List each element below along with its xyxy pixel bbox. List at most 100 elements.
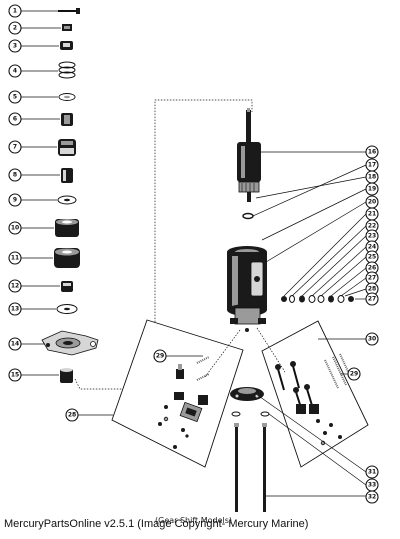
svg-text:21: 21 bbox=[368, 211, 376, 218]
svg-text:29: 29 bbox=[156, 353, 164, 360]
callout-left-12: 12 bbox=[8, 279, 22, 293]
part-1-screw bbox=[58, 8, 80, 14]
svg-text:28: 28 bbox=[368, 286, 376, 293]
callout-right-20: 20 bbox=[365, 195, 379, 209]
part-15-sleeve bbox=[60, 368, 73, 383]
callout-left-10: 10 bbox=[8, 221, 22, 235]
small-parts-row bbox=[281, 295, 354, 303]
callout-right-26: 26 bbox=[365, 261, 379, 275]
svg-text:32: 32 bbox=[368, 494, 376, 501]
svg-text:7: 7 bbox=[13, 144, 17, 151]
svg-text:24: 24 bbox=[368, 244, 376, 251]
svg-text:11: 11 bbox=[11, 255, 19, 262]
field-frame bbox=[227, 246, 267, 332]
callout-panel-right-30: 30 bbox=[365, 332, 379, 346]
svg-text:5: 5 bbox=[13, 94, 17, 101]
assembly-dotted-line bbox=[74, 99, 253, 390]
callout-left-2: 2 bbox=[8, 21, 22, 35]
callout-left-5: 5 bbox=[8, 90, 22, 104]
callout-left-15: 15 bbox=[8, 368, 22, 382]
armature bbox=[237, 108, 261, 202]
callout-left-9: 9 bbox=[8, 193, 22, 207]
svg-text:27: 27 bbox=[368, 296, 376, 303]
svg-text:1: 1 bbox=[13, 8, 17, 15]
callout-right-16: 16 bbox=[365, 145, 379, 159]
part-32-through-bolts bbox=[234, 423, 267, 512]
svg-text:17: 17 bbox=[368, 162, 376, 169]
svg-text:20: 20 bbox=[368, 199, 376, 206]
panel-right: 29 30 bbox=[256, 320, 379, 468]
callout-left-7: 7 bbox=[8, 140, 22, 154]
callout-left-3: 3 bbox=[8, 39, 22, 53]
callout-left-11: 11 bbox=[8, 251, 22, 265]
part-13-washer bbox=[56, 304, 78, 314]
callout-bottom-32: 32 bbox=[365, 490, 379, 504]
part-10-bearing bbox=[55, 219, 79, 237]
footer-copyright: MercuryPartsOnline v2.5.1 (Image Copyrig… bbox=[4, 518, 309, 530]
part-31-washers bbox=[231, 411, 270, 417]
part-3-nut bbox=[60, 41, 73, 50]
callout-left-6: 6 bbox=[8, 112, 22, 126]
svg-text:18: 18 bbox=[368, 174, 376, 181]
callout-panel-left-28: 28 bbox=[65, 408, 79, 422]
part-7-pinion bbox=[58, 139, 76, 156]
svg-text:30: 30 bbox=[368, 336, 376, 343]
left-callouts: 1 2 3 4 5 6 7 8 9 10 11 12 13 14 15 bbox=[8, 4, 61, 382]
diagram-caption: (Gear Shift Models) bbox=[155, 516, 232, 525]
left-parts bbox=[41, 8, 99, 383]
svg-text:16: 16 bbox=[368, 149, 376, 156]
callout-right-19: 19 bbox=[365, 182, 379, 196]
svg-text:8: 8 bbox=[13, 172, 17, 179]
svg-text:22: 22 bbox=[368, 223, 376, 230]
svg-text:6: 6 bbox=[13, 116, 17, 123]
part-11-cap bbox=[54, 248, 80, 268]
commutator-end-cap bbox=[230, 387, 264, 401]
part-5-washer bbox=[58, 93, 76, 101]
part-12-collar bbox=[61, 281, 73, 292]
svg-text:25: 25 bbox=[368, 254, 376, 261]
part-6-bushing bbox=[61, 113, 73, 126]
right-callouts: 16 17 18 19 20 21 22 23 24 25 26 27 28 2… bbox=[252, 145, 379, 306]
callout-right-17: 17 bbox=[365, 158, 379, 172]
part-2-nut bbox=[62, 24, 72, 31]
callout-right-18: 18 bbox=[365, 170, 379, 184]
callout-right-23: 23 bbox=[365, 229, 379, 243]
svg-text:23: 23 bbox=[368, 233, 376, 240]
svg-text:15: 15 bbox=[11, 372, 19, 379]
callout-panel-left-29: 29 bbox=[153, 349, 167, 363]
callout-right-27: 27 bbox=[365, 271, 379, 285]
svg-text:28: 28 bbox=[68, 412, 76, 419]
svg-text:9: 9 bbox=[13, 197, 17, 204]
callout-right-21: 21 bbox=[365, 207, 379, 221]
callout-left-13: 13 bbox=[8, 302, 22, 316]
svg-text:10: 10 bbox=[11, 225, 19, 232]
svg-text:33: 33 bbox=[368, 482, 376, 489]
callout-bottom-31: 31 bbox=[365, 465, 379, 479]
callout-left-14: 14 bbox=[8, 337, 22, 351]
svg-text:14: 14 bbox=[11, 341, 19, 348]
svg-text:2: 2 bbox=[13, 25, 17, 32]
svg-text:3: 3 bbox=[13, 43, 17, 50]
part-4-spring bbox=[58, 61, 76, 79]
svg-text:12: 12 bbox=[11, 283, 19, 290]
svg-text:4: 4 bbox=[13, 68, 17, 75]
callout-right-27b: 27 bbox=[365, 292, 379, 306]
callout-left-8: 8 bbox=[8, 168, 22, 182]
part-9-washer bbox=[57, 195, 77, 205]
callout-bottom-33: 33 bbox=[365, 478, 379, 492]
bottom-callouts: 31 33 32 bbox=[255, 393, 379, 504]
callout-panel-right-29: 29 bbox=[347, 367, 361, 381]
part-14-end-frame bbox=[41, 330, 99, 356]
svg-text:27: 27 bbox=[368, 275, 376, 282]
svg-text:29: 29 bbox=[350, 371, 358, 378]
part-17-washer bbox=[242, 212, 254, 220]
svg-text:13: 13 bbox=[11, 306, 19, 313]
callout-left-4: 4 bbox=[8, 64, 22, 78]
svg-text:19: 19 bbox=[368, 186, 376, 193]
callout-right-25: 25 bbox=[365, 250, 379, 264]
part-8-drive bbox=[61, 168, 73, 183]
panel-left: 29 28 bbox=[65, 319, 244, 468]
svg-text:26: 26 bbox=[368, 265, 376, 272]
